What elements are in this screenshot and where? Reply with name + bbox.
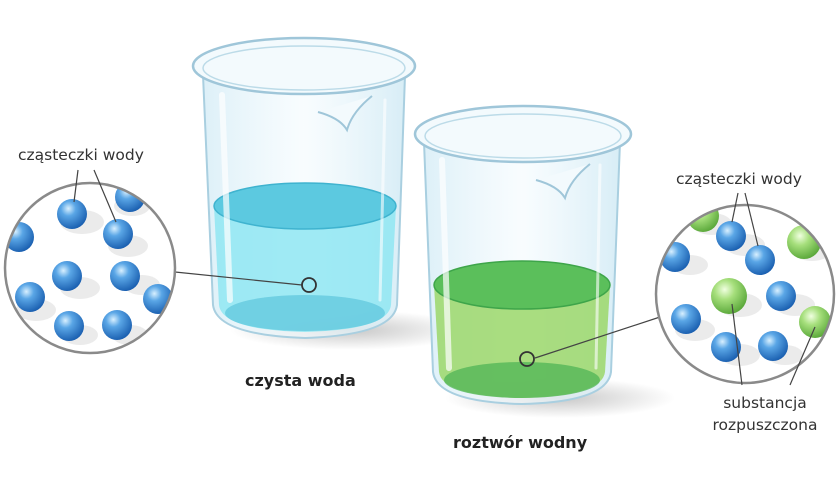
water-molecule <box>758 331 788 361</box>
beaker-pure-water <box>191 36 470 350</box>
water-molecule <box>766 281 796 311</box>
zoom-point <box>519 351 535 367</box>
molecule-field <box>5 183 173 345</box>
water-bottom <box>225 295 385 331</box>
label-pointer <box>731 192 739 223</box>
water-molecule <box>57 199 87 229</box>
zoom-circle-border <box>3 181 177 355</box>
water-molecule <box>671 304 701 334</box>
label-water-molecules-right: cząsteczki wody <box>676 170 802 188</box>
water-molecule <box>102 310 132 340</box>
zoom-point <box>301 277 317 293</box>
beaker-solution <box>413 104 675 418</box>
water-molecule <box>103 219 133 249</box>
beaker-spout <box>317 95 373 133</box>
beaker-rim <box>413 104 633 164</box>
label-aqueous-solution: roztwór wodny <box>453 433 588 452</box>
water-molecule <box>15 282 45 312</box>
beaker-rim-inner <box>424 113 622 159</box>
glass-highlight-right <box>378 98 387 302</box>
label-pointer <box>744 192 759 247</box>
zoom-circle-pure-water <box>3 169 317 355</box>
water-molecule <box>115 183 145 212</box>
water-molecule <box>52 261 82 291</box>
zoom-circle-solution <box>519 192 836 386</box>
beaker-rim <box>191 36 417 96</box>
molecule-field <box>660 205 832 366</box>
glass-highlight <box>219 92 233 303</box>
water-molecule <box>110 261 140 291</box>
pointer-line <box>534 316 661 359</box>
label-solute-line2: rozpuszczona <box>713 416 818 434</box>
glass-highlight <box>439 157 452 371</box>
water-molecule <box>716 221 746 251</box>
label-water-molecules-left: cząsteczki wody <box>18 146 144 164</box>
solution-bottom <box>444 362 600 398</box>
label-pure-water: czysta woda <box>245 371 356 390</box>
zoom-circle-border <box>654 203 836 385</box>
beaker-spout <box>535 163 591 201</box>
glass-highlight-right <box>594 163 602 370</box>
label-pointer <box>731 303 743 386</box>
water-molecule <box>745 245 775 275</box>
water-surface <box>213 182 397 230</box>
solute-molecule <box>799 306 831 338</box>
beaker-rim-inner <box>202 45 406 91</box>
water-molecule <box>711 332 741 362</box>
label-pointer <box>789 326 816 386</box>
solution-surface <box>433 260 611 310</box>
pointer-line <box>174 271 303 286</box>
label-pointer <box>93 169 117 223</box>
water-molecule <box>54 311 84 341</box>
label-solute-line1: substancja <box>723 394 807 412</box>
label-pointer <box>73 169 79 203</box>
solute-molecule <box>711 278 747 314</box>
